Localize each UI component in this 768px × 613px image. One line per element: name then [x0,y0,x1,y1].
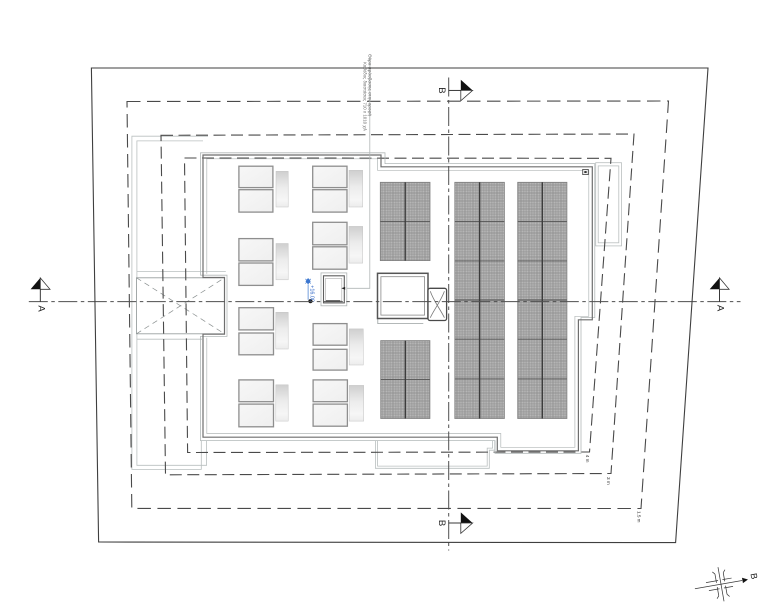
svg-text:1.5 m: 1.5 m [636,511,641,523]
svg-text:3 m: 3 m [606,477,611,485]
svg-text:Καθόδος διαστάσεις 710 x 1010: Καθόδος διαστάσεις 710 x 1010 χιλ [362,62,367,132]
svg-text:B: B [748,572,759,580]
svg-text:4 m: 4 m [585,455,590,463]
svg-text:B: B [436,520,447,526]
svg-text:A: A [714,305,725,312]
svg-text:B: B [436,87,447,93]
svg-text:A: A [35,305,46,312]
svg-text:Θύρα πρόσβασης στην οροφή: Θύρα πρόσβασης στην οροφή [367,54,373,116]
svg-text:+16.00: +16.00 [309,285,315,302]
